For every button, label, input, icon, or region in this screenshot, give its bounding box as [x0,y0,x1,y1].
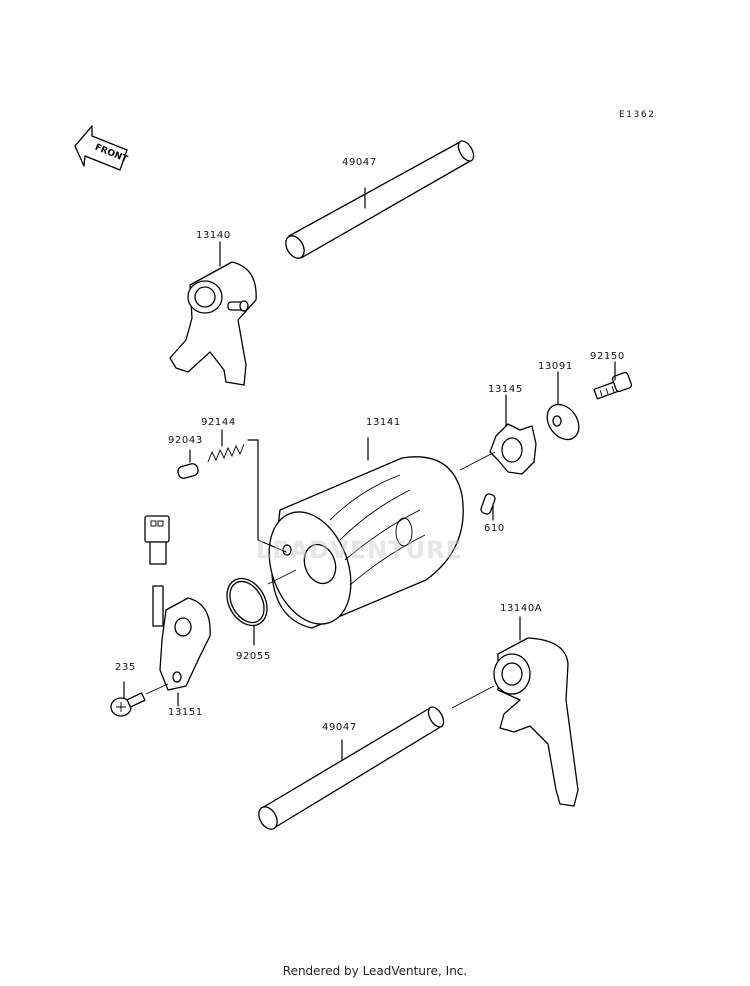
set-screw [593,361,633,400]
neutral-switch [144,515,211,707]
label-o-ring: 92055 [236,651,271,662]
label-cam-plate: 13145 [488,384,523,395]
cam-plate [459,394,537,475]
label-set-screw: 92150 [590,351,625,362]
label-drum: 13141 [366,417,401,428]
o-ring [226,569,297,646]
diagram-code: E1362 [619,110,656,120]
footer-credit: Rendered by LeadVenture, Inc. [282,964,468,978]
lower-shaft [258,706,445,830]
watermark: LEADVENTURE [256,536,463,564]
upper-shift-fork [169,241,257,386]
label-lower-shaft: 49047 [322,722,357,733]
lower-shift-fork [451,616,579,807]
label-switch: 13151 [168,707,203,718]
pin [177,449,199,479]
label-pin: 92043 [168,435,203,446]
spring [207,429,287,553]
dowel-pin [480,493,496,521]
front-arrow-icon: FRONT [74,125,130,171]
upper-shaft [285,140,475,259]
label-lower-fork: 13140A [500,603,543,614]
label-dowel-pin: 610 [484,523,505,534]
label-screw: 235 [115,662,136,673]
label-washer: 13091 [538,361,573,372]
label-upper-fork: 13140 [196,230,231,241]
shift-drum [268,437,464,629]
washer [546,371,580,441]
label-upper-shaft: 49047 [342,157,377,168]
label-spring: 92144 [201,417,236,428]
screw [110,681,169,717]
